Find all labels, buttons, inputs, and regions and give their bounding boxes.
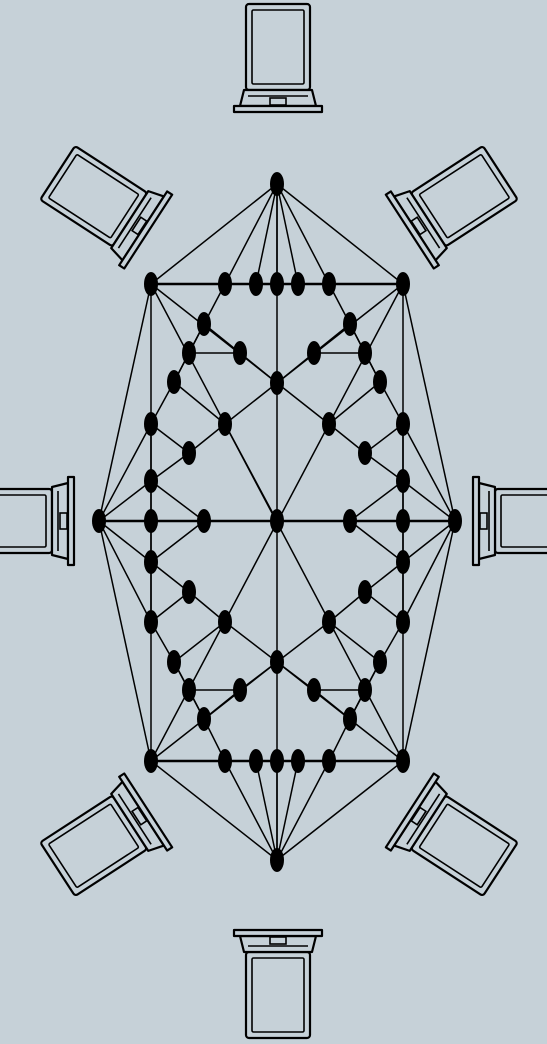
mesh-nodes	[92, 172, 462, 872]
mesh-node	[322, 412, 336, 436]
mesh-node	[448, 509, 462, 533]
laptop-icon-right	[473, 477, 547, 565]
mesh-node	[270, 371, 284, 395]
mesh-node	[358, 678, 372, 702]
mesh-node	[92, 509, 106, 533]
mesh-node	[358, 341, 372, 365]
mesh-node	[167, 650, 181, 674]
laptop-icon-bottom	[234, 930, 322, 1038]
mesh-node	[322, 610, 336, 634]
mesh-node	[396, 469, 410, 493]
mesh-node	[322, 749, 336, 773]
mesh-node	[270, 650, 284, 674]
mesh-node	[144, 272, 158, 296]
mesh-node	[144, 412, 158, 436]
mesh-node	[144, 749, 158, 773]
mesh-node	[144, 469, 158, 493]
laptop-icon-left	[0, 477, 74, 565]
mesh-node	[233, 341, 247, 365]
mesh-node	[144, 610, 158, 634]
mesh-node	[358, 580, 372, 604]
mesh-node	[396, 749, 410, 773]
mesh-node	[270, 848, 284, 872]
mesh-node	[396, 412, 410, 436]
mesh-node	[197, 312, 211, 336]
mesh-node	[182, 678, 196, 702]
mesh-node	[270, 172, 284, 196]
mesh-node	[144, 509, 158, 533]
mesh-node	[218, 610, 232, 634]
mesh-node	[358, 441, 372, 465]
mesh-node	[343, 707, 357, 731]
mesh-node	[396, 272, 410, 296]
mesh-node	[197, 509, 211, 533]
mesh-node	[396, 550, 410, 574]
mesh-node	[218, 749, 232, 773]
laptop-icon-top	[234, 4, 322, 112]
mesh-node	[307, 678, 321, 702]
mesh-node	[307, 341, 321, 365]
mesh-node	[396, 509, 410, 533]
mesh-node	[218, 412, 232, 436]
mesh-node	[218, 272, 232, 296]
mesh-node	[322, 272, 336, 296]
mesh-node	[144, 550, 158, 574]
mesh-node	[270, 272, 284, 296]
mesh-node	[270, 749, 284, 773]
mesh-node	[291, 272, 305, 296]
mesh-node	[343, 509, 357, 533]
mesh-node	[182, 441, 196, 465]
mesh-node	[396, 610, 410, 634]
mesh-node	[291, 749, 305, 773]
mesh-node	[197, 707, 211, 731]
mesh-node	[182, 341, 196, 365]
mesh-node	[373, 650, 387, 674]
mesh-node	[343, 312, 357, 336]
mesh-node	[182, 580, 196, 604]
mesh-node	[373, 370, 387, 394]
mesh-node	[249, 272, 263, 296]
mesh-node	[167, 370, 181, 394]
mesh-node	[270, 509, 284, 533]
mesh-node	[233, 678, 247, 702]
mesh-node	[249, 749, 263, 773]
